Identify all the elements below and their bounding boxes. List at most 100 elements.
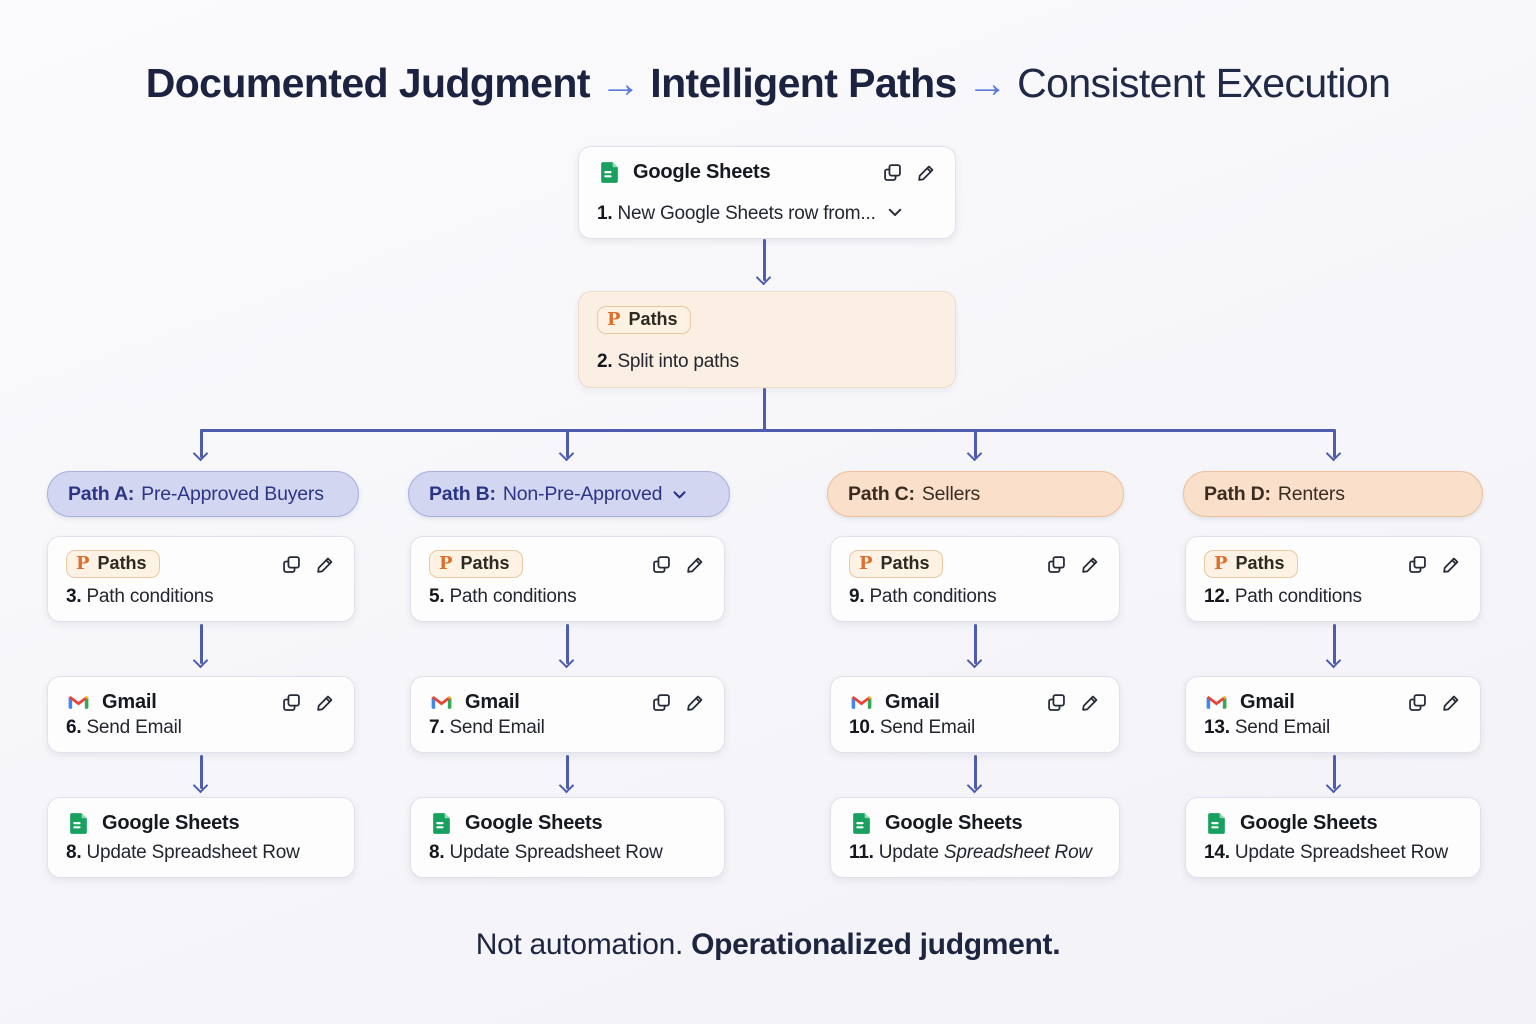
- app-name: Google Sheets: [633, 161, 771, 183]
- connector-line: [566, 429, 569, 458]
- arrowhead: [966, 777, 983, 794]
- edit-icon[interactable]: [1080, 554, 1101, 575]
- edit-icon[interactable]: [315, 554, 336, 575]
- path-a-conditions-card[interactable]: P Paths 3.Path conditions: [47, 536, 355, 622]
- google-sheets-icon: [433, 813, 450, 834]
- google-sheets-icon: [1208, 813, 1225, 834]
- path-c-gmail-card[interactable]: Gmail 10.Send Email: [830, 676, 1120, 753]
- paths-badge: P Paths: [66, 550, 160, 578]
- duplicate-icon[interactable]: [882, 162, 903, 183]
- arrowhead: [192, 777, 209, 794]
- duplicate-icon[interactable]: [1046, 554, 1067, 575]
- arrowhead: [966, 445, 983, 462]
- google-sheets-icon: [601, 162, 618, 183]
- chevron-down-icon[interactable]: [886, 203, 904, 221]
- chevron-down-icon[interactable]: [671, 486, 688, 503]
- duplicate-icon[interactable]: [1407, 554, 1428, 575]
- connector-line: [566, 755, 569, 789]
- title-segment: Intelligent Paths: [650, 60, 957, 106]
- path-a-sheets-card[interactable]: Google Sheets 8.Update Spreadsheet Row: [47, 797, 355, 878]
- path-d-sheets-card[interactable]: Google Sheets 14.Update Spreadsheet Row: [1185, 797, 1481, 878]
- arrow-right-glyph: →: [599, 60, 641, 106]
- arrowhead: [966, 652, 983, 669]
- edit-icon[interactable]: [916, 162, 937, 183]
- gmail-icon: [431, 695, 452, 709]
- edit-icon[interactable]: [1441, 692, 1462, 713]
- card-actions: [651, 692, 706, 713]
- path-c-sheets-card[interactable]: Google Sheets 11.Update Spreadsheet Row: [830, 797, 1120, 878]
- path-b-sheets-card[interactable]: Google Sheets 8.Update Spreadsheet Row: [410, 797, 725, 878]
- step-label[interactable]: 1.New Google Sheets row from...: [597, 203, 937, 225]
- footer-caption: Not automation. Operationalized judgment…: [475, 928, 1061, 961]
- path-b-conditions-card[interactable]: P Paths 5.Path conditions: [410, 536, 725, 622]
- card-actions: [1046, 692, 1101, 713]
- duplicate-icon[interactable]: [1407, 692, 1428, 713]
- card-actions: [882, 162, 937, 183]
- arrowhead: [558, 652, 575, 669]
- connector-line: [200, 624, 203, 664]
- edit-icon[interactable]: [1080, 692, 1101, 713]
- duplicate-icon[interactable]: [281, 692, 302, 713]
- duplicate-icon[interactable]: [651, 554, 672, 575]
- paths-icon: P: [439, 553, 453, 574]
- path-c-header-pill[interactable]: Path C: Sellers: [827, 471, 1124, 517]
- arrowhead: [558, 445, 575, 462]
- duplicate-icon[interactable]: [281, 554, 302, 575]
- connector-line: [1333, 429, 1336, 458]
- edit-icon[interactable]: [685, 692, 706, 713]
- badge-label: Paths: [628, 309, 678, 329]
- card-actions: [1407, 554, 1462, 575]
- arrowhead: [1325, 777, 1342, 794]
- edit-icon[interactable]: [1441, 554, 1462, 575]
- connector-line: [1333, 755, 1336, 789]
- card-actions: [281, 554, 336, 575]
- paths-badge: P Paths: [1204, 550, 1298, 578]
- arrowhead: [1325, 445, 1342, 462]
- path-d-conditions-card[interactable]: P Paths 12.Path conditions: [1185, 536, 1481, 622]
- connector-line: [763, 239, 766, 281]
- connector-line: [200, 429, 203, 458]
- edit-icon[interactable]: [315, 692, 336, 713]
- path-d-header-pill[interactable]: Path D: Renters: [1183, 471, 1483, 517]
- connector-line: [1333, 624, 1336, 664]
- connector-line: [200, 755, 203, 789]
- paths-badge: P Paths: [429, 550, 523, 578]
- card-actions: [1407, 692, 1462, 713]
- card-actions: [281, 692, 336, 713]
- google-sheets-icon: [70, 813, 87, 834]
- path-b-header-pill[interactable]: Path B: Non-Pre-Approved: [408, 471, 730, 517]
- duplicate-icon[interactable]: [651, 692, 672, 713]
- gmail-icon: [68, 695, 89, 709]
- arrow-right-glyph: →: [966, 60, 1008, 106]
- paths-icon: P: [607, 309, 621, 330]
- connector-line: [974, 755, 977, 789]
- gmail-icon: [851, 695, 872, 709]
- paths-badge: P Paths: [597, 306, 691, 334]
- google-sheets-icon: [853, 813, 870, 834]
- split-paths-card[interactable]: P Paths 2.Split into paths: [578, 291, 956, 388]
- card-actions: [651, 554, 706, 575]
- connector-line: [763, 388, 766, 431]
- path-a-header-pill[interactable]: Path A: Pre-Approved Buyers: [47, 471, 359, 517]
- branch-line: [200, 429, 1335, 432]
- duplicate-icon[interactable]: [1046, 692, 1067, 713]
- title-segment: Documented Judgment: [145, 60, 591, 106]
- path-a-gmail-card[interactable]: Gmail 6.Send Email: [47, 676, 355, 753]
- arrowhead: [1325, 652, 1342, 669]
- paths-icon: P: [859, 553, 873, 574]
- path-c-conditions-card[interactable]: P Paths 9.Path conditions: [830, 536, 1120, 622]
- paths-icon: P: [1214, 553, 1228, 574]
- trigger-card-google-sheets[interactable]: Google Sheets 1.New Google Sheets row fr…: [578, 146, 956, 239]
- page-title: Documented Judgment→Intelligent Paths→Co…: [0, 60, 1536, 107]
- path-b-gmail-card[interactable]: Gmail 7.Send Email: [410, 676, 725, 753]
- arrowhead: [755, 269, 772, 286]
- arrowhead: [192, 445, 209, 462]
- connector-line: [974, 429, 977, 458]
- edit-icon[interactable]: [685, 554, 706, 575]
- connector-line: [974, 624, 977, 664]
- card-actions: [1046, 554, 1101, 575]
- path-d-gmail-card[interactable]: Gmail 13.Send Email: [1185, 676, 1481, 753]
- arrowhead: [192, 652, 209, 669]
- title-segment: Consistent Execution: [1017, 60, 1391, 106]
